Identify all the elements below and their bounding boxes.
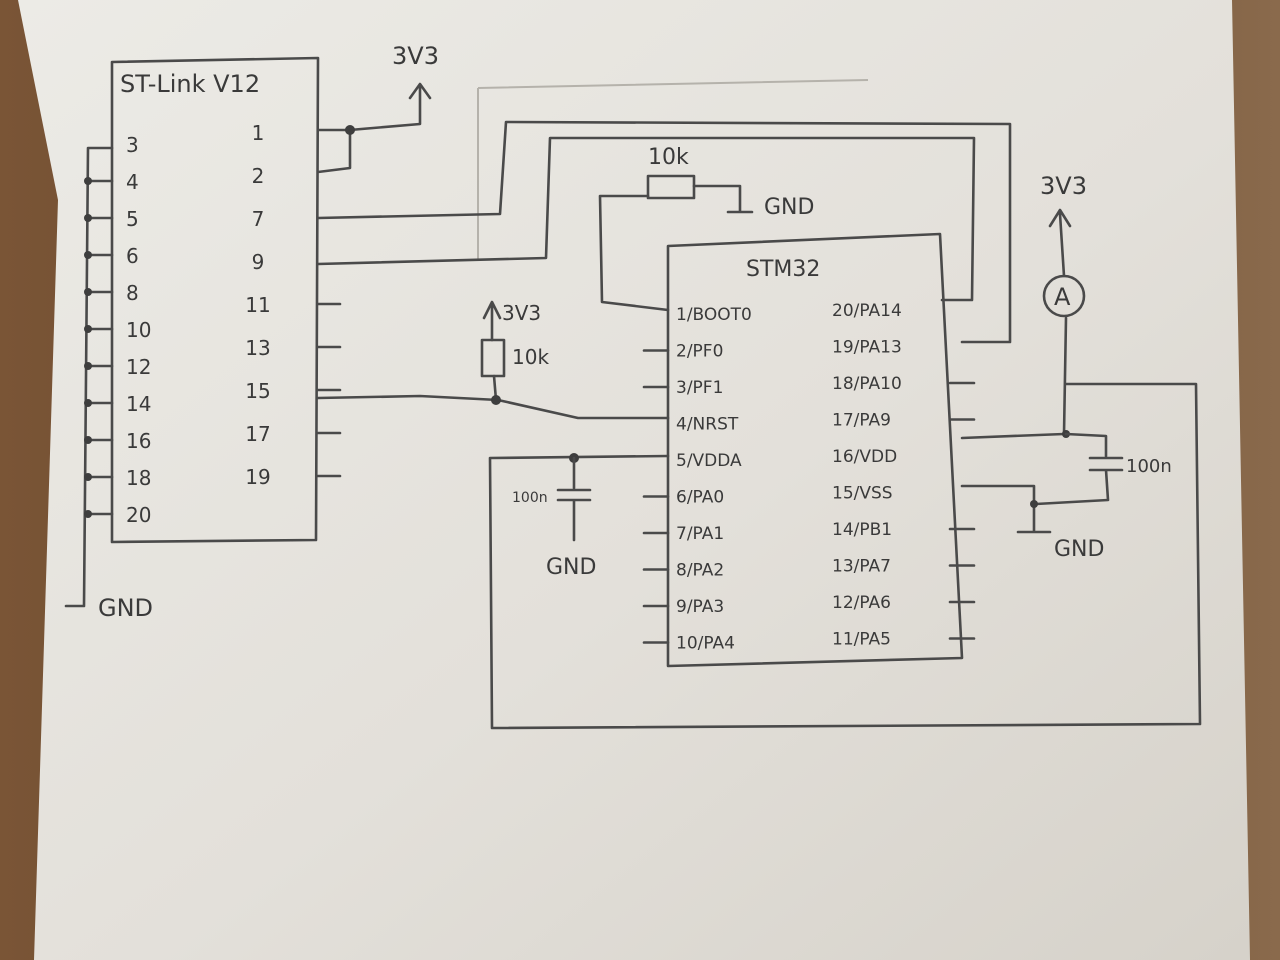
- ammeter-label: A: [1054, 283, 1071, 311]
- stlink-left-pin-label: 20: [126, 503, 151, 527]
- stlink-left-pin-label: 4: [126, 170, 139, 194]
- wire-pin7-to-pa14: [316, 120, 1012, 344]
- stlink-left-pin-label: 18: [126, 466, 151, 490]
- gnd-bus-junction: [84, 325, 92, 333]
- stlink-left-pins: 3 4 5 6 8 10 12 14 16 18 20: [126, 133, 151, 527]
- vss-gnd-label: GND: [1054, 537, 1104, 562]
- stm32-right-pin-label: 18/PA10: [832, 374, 902, 394]
- gnd-bus-junction: [84, 436, 92, 444]
- nrst-3v3-label: 3V3: [502, 301, 541, 325]
- boot0-pulldown: 10k GND: [598, 145, 814, 312]
- stlink-right-pin-label: 1: [252, 121, 265, 145]
- stlink-right-pin-label: 17: [245, 422, 270, 446]
- stm32-right-pin-label: 20/PA14: [832, 301, 902, 321]
- gnd-bus-junction: [84, 177, 92, 185]
- gnd-bus-junction: [84, 214, 92, 222]
- vss-ground: GND: [960, 484, 1104, 562]
- stlink-left-pin-label: 12: [126, 355, 151, 379]
- stlink-gnd-label: GND: [98, 594, 153, 622]
- stm32-right-pin-label: 16/VDD: [832, 447, 897, 467]
- stlink-title: ST-Link V12: [120, 70, 260, 98]
- stlink-right-pin-label: 11: [245, 293, 270, 317]
- vdda-decoupling: 100n GND: [488, 382, 1202, 730]
- gnd-bus-junction: [84, 473, 92, 481]
- stlink-left-pin-label: 16: [126, 429, 151, 453]
- stlink-right-pin-label: 15: [245, 379, 270, 403]
- stm32-left-pin-label: 5/VDDA: [676, 451, 742, 471]
- stm32-right-pin-label: 15/VSS: [832, 484, 893, 504]
- stlink-3v3-supply: 3V3: [316, 42, 439, 174]
- stm32-left-pin-label: 6/PA0: [676, 488, 724, 508]
- stlink-left-pin-label: 10: [126, 318, 151, 342]
- stm32-right-pin-label: 17/PA9: [832, 411, 891, 431]
- stm32-right-pin-label: 19/PA13: [832, 338, 902, 358]
- vdda-cap-label: 100n: [512, 490, 548, 506]
- stlink-left-pin-label: 14: [126, 392, 151, 416]
- stlink-right-pin-label: 9: [252, 250, 265, 274]
- stlink-3v3-label: 3V3: [392, 42, 439, 70]
- stlink-gnd-bus: GND: [64, 146, 153, 622]
- vdd-supply: A 3V3 100n: [960, 172, 1172, 506]
- stlink-right-pin-label: 2: [252, 164, 265, 188]
- vdd-3v3-label: 3V3: [1040, 172, 1087, 200]
- stlink-left-pin-label: 3: [126, 133, 139, 157]
- gnd-bus-junction: [84, 399, 92, 407]
- stm32-chip: STM32 1/BOOT0 2/PF0 3/PF1 4/NRST 5/VDDA 6/PA0…: [642, 232, 976, 668]
- paper-sheet: [18, 0, 1250, 960]
- stm32-right-pin-label: 12/PA6: [832, 593, 891, 613]
- vdda-gnd-label: GND: [546, 555, 596, 580]
- stm32-left-pin-label: 10/PA4: [676, 634, 735, 654]
- stm32-left-pin-label: 7/PA1: [676, 524, 724, 544]
- stm32-right-pin-label: 13/PA7: [832, 557, 891, 577]
- stm32-left-pin-label: 3/PF1: [676, 378, 723, 398]
- nrst-resistor-label: 10k: [512, 345, 549, 369]
- nrst-pullup: 3V3 10k: [480, 300, 549, 405]
- stlink-left-pin-label: 5: [126, 207, 139, 231]
- stlink-right-pin-label: 7: [252, 207, 265, 231]
- stm32-right-pin-label: 11/PA5: [832, 630, 891, 650]
- stlink-left-pin-label: 8: [126, 281, 139, 305]
- stm32-title: STM32: [746, 257, 820, 282]
- stlink-right-pin-label: 19: [245, 465, 270, 489]
- stm32-left-pin-label: 1/BOOT0: [676, 305, 752, 325]
- boot0-resistor-label: 10k: [648, 145, 689, 170]
- stm32-left-pin-label: 9/PA3: [676, 597, 724, 617]
- stm32-right-pins: 20/PA14 19/PA13 18/PA10 17/PA9 16/VDD 15/VSS 1…: [832, 301, 976, 650]
- gnd-bus-junction: [84, 510, 92, 518]
- stm32-left-pin-label: 4/NRST: [676, 415, 739, 435]
- stm32-left-pin-label: 8/PA2: [676, 561, 724, 581]
- stm32-left-pin-label: 2/PF0: [676, 342, 723, 362]
- stlink-right-pins: 1 2 7 9 11 13 15 17 19: [245, 121, 342, 489]
- faint-sketch-line: [477, 79, 869, 260]
- gnd-bus-junction: [84, 251, 92, 259]
- stlink-left-pin-label: 6: [126, 244, 139, 268]
- wire-pin9-to-pa13: [316, 136, 976, 302]
- vdd-cap-label: 100n: [1126, 456, 1172, 477]
- stlink-right-pin-label: 13: [245, 336, 270, 360]
- boot0-gnd-label: GND: [764, 195, 814, 220]
- stm32-right-pin-label: 14/PB1: [832, 520, 892, 540]
- gnd-bus-junction: [84, 362, 92, 370]
- gnd-bus-junction: [84, 288, 92, 296]
- stm32-left-pins: 1/BOOT0 2/PF0 3/PF1 4/NRST 5/VDDA 6/PA0 7/PA1 8…: [642, 305, 752, 654]
